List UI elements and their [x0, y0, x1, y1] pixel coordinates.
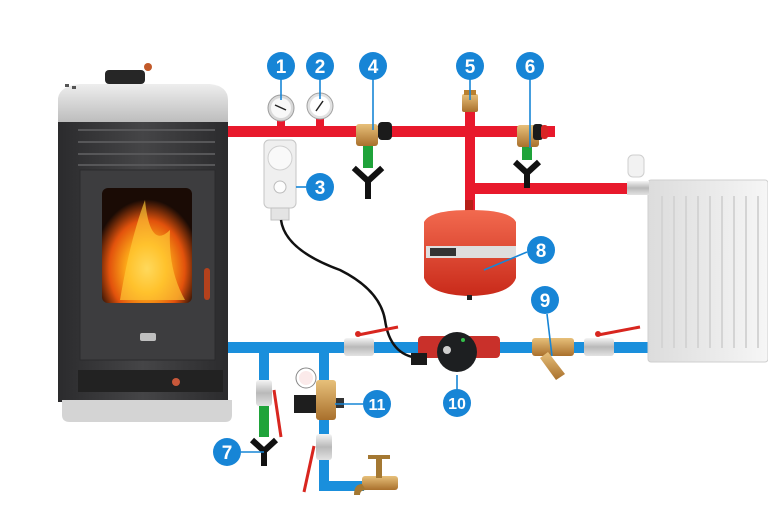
hot-supply-pipes — [225, 110, 635, 230]
pressure-reducer-icon — [294, 367, 344, 420]
thermometer-icon — [267, 94, 295, 122]
badge-6[interactable]: 6 — [516, 52, 544, 80]
ball-valve-return-left — [344, 325, 399, 356]
hot-radiator-feed — [465, 183, 635, 194]
ball-valve-drain — [256, 380, 283, 438]
safety-valve-icon-4 — [356, 122, 392, 146]
wood-stove — [58, 63, 232, 422]
badge-label-10: 10 — [448, 396, 466, 413]
ball-valve-fill — [302, 434, 332, 493]
radiator — [647, 179, 768, 363]
badge-label-7: 7 — [222, 443, 233, 464]
badge-2[interactable]: 2 — [306, 52, 334, 80]
expansion-tank-icon — [424, 200, 516, 300]
cold-return-pipes — [228, 342, 653, 491]
drain-hose-6 — [522, 146, 532, 160]
tap-feed-pipe — [319, 481, 364, 491]
badge-11[interactable]: 11 — [363, 390, 391, 418]
drain-hose-4 — [363, 146, 373, 168]
gauge-stub — [316, 118, 324, 128]
leader-lines — [241, 78, 553, 453]
water-tap-icon — [354, 455, 398, 495]
badge-label-4: 4 — [368, 57, 379, 78]
hot-main-pipe — [225, 126, 480, 137]
badge-label-2: 2 — [315, 57, 326, 78]
badge-10[interactable]: 10 — [443, 389, 471, 417]
badge-7[interactable]: 7 — [213, 438, 241, 466]
thermostat-cable — [279, 219, 419, 360]
badge-1[interactable]: 1 — [267, 52, 295, 80]
drain-hose-7 — [259, 405, 269, 437]
badge-3[interactable]: 3 — [306, 173, 334, 201]
safety-valve-icon-6 — [517, 124, 548, 147]
badge-4[interactable]: 4 — [359, 52, 387, 80]
badge-label-1: 1 — [276, 57, 287, 78]
badge-label-9: 9 — [540, 291, 551, 312]
badge-5[interactable]: 5 — [456, 52, 484, 80]
drain-branch-pipe — [259, 345, 269, 380]
badge-label-11: 11 — [369, 397, 386, 414]
thermostatic-radiator-valve-icon — [627, 154, 649, 195]
badge-label-6: 6 — [525, 57, 536, 78]
badge-label-5: 5 — [465, 57, 476, 78]
circulation-pump-icon — [411, 332, 500, 372]
y-strainer-icon — [532, 338, 574, 380]
badge-label-3: 3 — [315, 178, 326, 199]
drain-funnel-6 — [512, 159, 542, 188]
drain-funnel-7 — [249, 437, 279, 466]
badge-label-8: 8 — [536, 241, 547, 262]
hot-main-pipe-right — [470, 126, 555, 137]
badge-8[interactable]: 8 — [527, 236, 555, 264]
ball-valve-return-right — [584, 325, 641, 356]
thermometer-stub — [277, 118, 285, 128]
pipe-thermostat-icon — [263, 139, 297, 221]
hot-riser-to-tank — [465, 110, 475, 230]
badge-9[interactable]: 9 — [531, 286, 559, 314]
drain-funnel-4 — [351, 165, 385, 199]
